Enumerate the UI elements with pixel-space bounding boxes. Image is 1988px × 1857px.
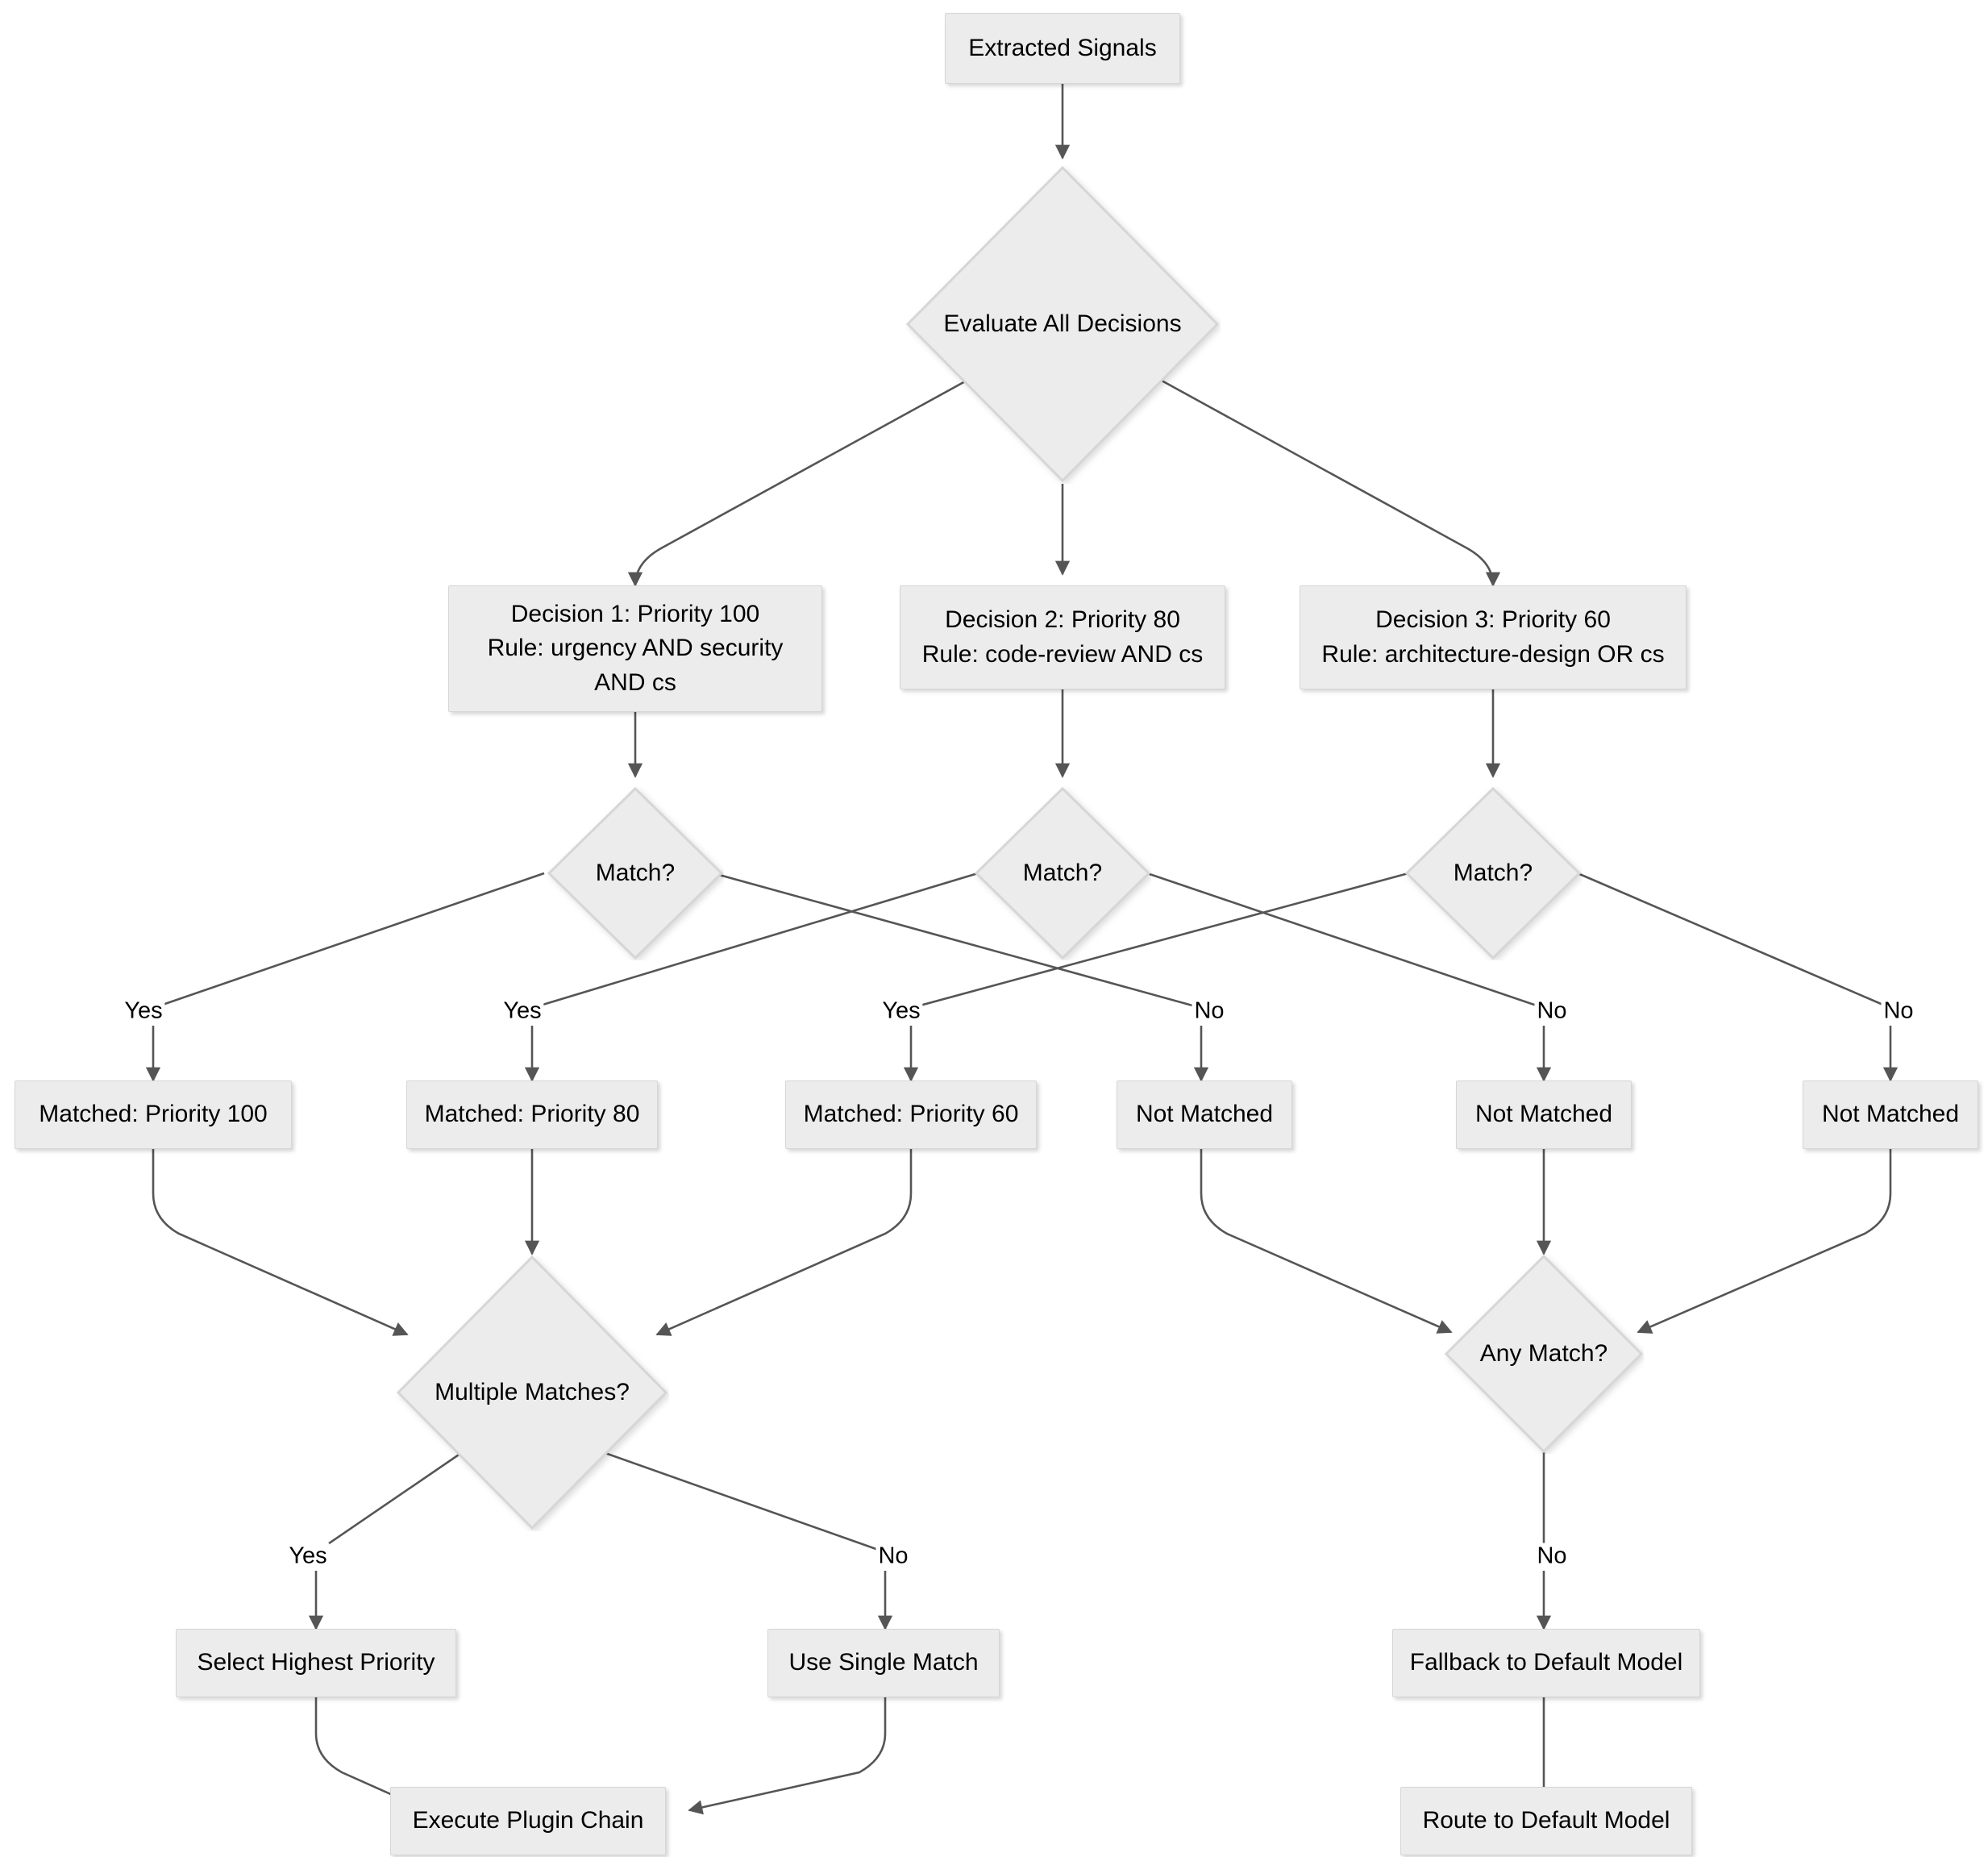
edge-match1-yes [152, 872, 545, 1010]
edge-label-no-1: No [1192, 997, 1227, 1025]
node-route-to-default-model-label: Route to Default Model [1422, 1807, 1670, 1834]
edge-label-yes-1: Yes [122, 997, 165, 1025]
node-matched-priority-100-label: Matched: Priority 100 [39, 1101, 268, 1128]
node-decision-3-label: Decision 3: Priority 60 Rule: architectu… [1321, 606, 1665, 668]
edge-matched100-to-multiple [152, 1149, 409, 1336]
edge-label-no-2: No [1534, 997, 1570, 1025]
node-not-matched-1[interactable]: Not Matched [1117, 1080, 1292, 1149]
node-multiple-matches[interactable]: Multiple Matches? [395, 1254, 669, 1531]
node-matched-priority-60[interactable]: Matched: Priority 60 [785, 1080, 1037, 1149]
node-match-2-label: Match? [1022, 860, 1103, 886]
node-decision-2-label: Decision 2: Priority 80 Rule: code-revie… [921, 606, 1204, 668]
edge-matched60-to-multiple [655, 1149, 913, 1336]
node-fallback-to-default-model-label: Fallback to Default Model [1409, 1649, 1683, 1676]
node-not-matched-1-label: Not Matched [1135, 1101, 1274, 1128]
node-evaluate-all-decisions[interactable]: Evaluate All Decisions [905, 164, 1221, 484]
node-execute-plugin-chain[interactable]: Execute Plugin Chain [390, 1787, 666, 1855]
edge-label-yes-3: Yes [880, 997, 923, 1025]
edge-notmatched1-to-any [1200, 1149, 1453, 1334]
diamond-shape [905, 165, 1220, 483]
edge-notmatched3-to-any [1637, 1149, 1892, 1334]
edge-label-no-3: No [1881, 997, 1916, 1025]
node-use-single-match-label: Use Single Match [788, 1649, 979, 1676]
node-extracted-signals-label: Extracted Signals [968, 34, 1157, 61]
node-select-highest-priority[interactable]: Select Highest Priority [176, 1629, 456, 1697]
node-matched-priority-60-label: Matched: Priority 60 [803, 1101, 1019, 1128]
node-matched-priority-80[interactable]: Matched: Priority 80 [406, 1080, 658, 1149]
node-evaluate-all-decisions-label: Evaluate All Decisions [943, 310, 1182, 337]
edge-label-any-no: No [1534, 1543, 1570, 1570]
node-not-matched-2[interactable]: Not Matched [1456, 1080, 1632, 1149]
node-matched-priority-80-label: Matched: Priority 80 [424, 1101, 640, 1128]
node-decision-1-label: Decision 1: Priority 100 Rule: urgency A… [487, 600, 784, 696]
edge-usesingle-to-execute [688, 1697, 887, 1815]
node-select-highest-priority-label: Select Highest Priority [197, 1649, 435, 1676]
node-match-1-label: Match? [595, 860, 676, 886]
edge-label-multiple-yes: Yes [286, 1543, 330, 1570]
node-multiple-matches-label: Multiple Matches? [435, 1379, 630, 1405]
edge-label-multiple-no: No [875, 1543, 911, 1570]
node-not-matched-2-label: Not Matched [1474, 1101, 1613, 1128]
node-execute-plugin-chain-label: Execute Plugin Chain [412, 1807, 644, 1834]
node-any-match[interactable]: Any Match? [1444, 1254, 1644, 1454]
node-match-3-label: Match? [1453, 860, 1533, 886]
node-not-matched-3-label: Not Matched [1821, 1101, 1960, 1128]
node-match-3[interactable]: Match? [1404, 786, 1582, 960]
node-decision-3[interactable]: Decision 3: Priority 60 Rule: architectu… [1300, 585, 1686, 689]
node-route-to-default-model[interactable]: Route to Default Model [1400, 1787, 1692, 1855]
node-any-match-label: Any Match? [1479, 1340, 1608, 1367]
node-match-1[interactable]: Match? [547, 786, 724, 960]
diamond-shape [547, 786, 724, 960]
node-use-single-match[interactable]: Use Single Match [767, 1629, 1000, 1697]
node-decision-2[interactable]: Decision 2: Priority 80 Rule: code-revie… [900, 585, 1225, 689]
diamond-shape [974, 786, 1151, 960]
node-match-2[interactable]: Match? [974, 786, 1151, 960]
node-fallback-to-default-model[interactable]: Fallback to Default Model [1392, 1629, 1700, 1697]
edge-match3-no [1577, 872, 1891, 1010]
diamond-shape [1404, 786, 1582, 960]
node-not-matched-3[interactable]: Not Matched [1803, 1080, 1978, 1149]
node-extracted-signals[interactable]: Extracted Signals [945, 13, 1180, 84]
edge-label-yes-2: Yes [501, 997, 544, 1025]
diamond-shape [1444, 1254, 1644, 1454]
diamond-shape [396, 1255, 668, 1530]
node-matched-priority-100[interactable]: Matched: Priority 100 [15, 1080, 292, 1149]
node-decision-1[interactable]: Decision 1: Priority 100 Rule: urgency A… [448, 585, 822, 712]
